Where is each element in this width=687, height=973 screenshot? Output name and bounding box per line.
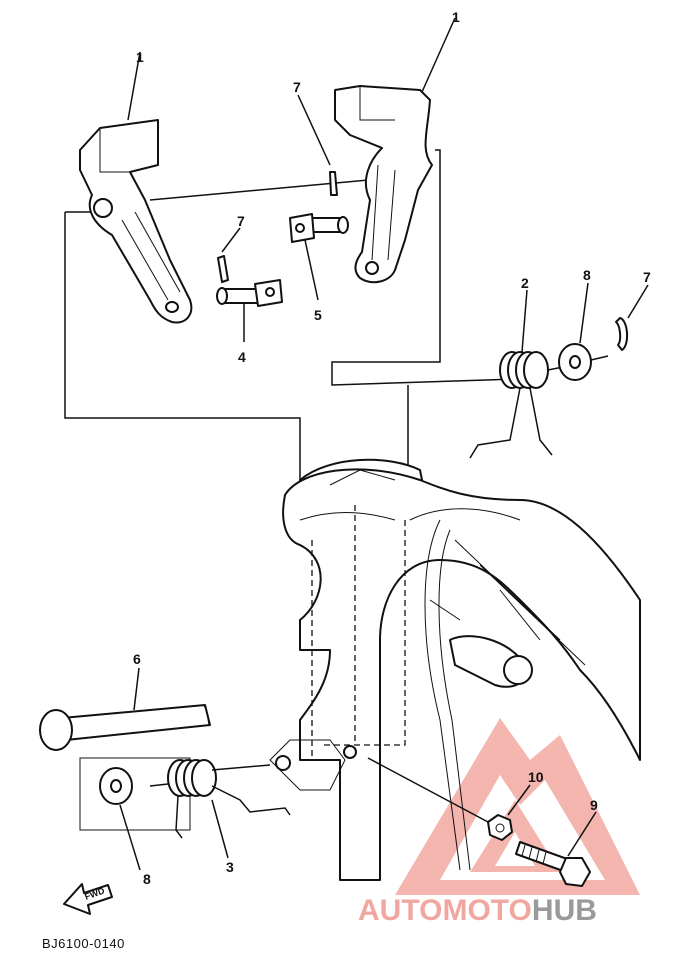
clevis-pin-4 [216,279,283,342]
callout-7-upper: 7 [293,79,301,95]
spring-3 [149,759,291,859]
callout-1-right: 1 [452,9,460,25]
watermark-logo-icon [395,718,640,895]
callout-8-upper: 8 [583,267,591,283]
callout-9: 9 [590,797,598,813]
cotter-pin-upper [297,94,338,196]
callout-5: 5 [314,307,322,323]
callout-7-right: 7 [643,269,651,285]
nut-10 [367,757,531,841]
watermark-text: AUTOMOTOHUB [358,894,597,927]
pedal-arm-left [79,51,193,324]
callout-2: 2 [521,275,529,291]
pedal-arm-right [334,17,456,284]
cotter-pin-right [615,284,649,351]
callout-6: 6 [133,651,141,667]
callout-8-lower: 8 [143,871,151,887]
washer-8-upper [558,282,609,381]
callout-4: 4 [238,349,246,365]
callout-1-left: 1 [136,49,144,65]
bolt-9 [515,811,597,887]
clevis-pin-5 [289,213,349,301]
callout-7-left: 7 [237,213,245,229]
callout-10: 10 [528,769,544,785]
frame-bracket [269,458,641,881]
pivot-shaft-6 [39,667,211,751]
washer-8-lower [79,757,191,871]
fwd-arrow-icon: FWD [63,883,113,915]
callout-labels: 1 1 7 7 7 5 4 2 8 6 3 8 10 9 [133,9,651,887]
cotter-pin-left [217,227,241,283]
spring-2 [469,289,564,459]
diagram-code: BJ6100-0140 [42,936,125,951]
callout-3: 3 [226,859,234,875]
